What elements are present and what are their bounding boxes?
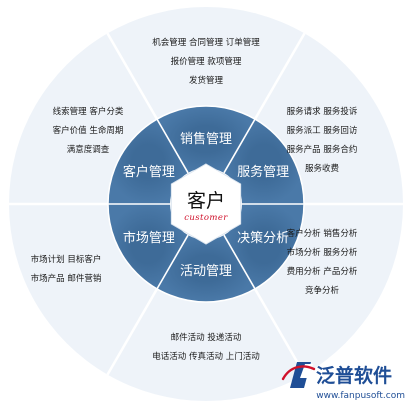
outer-divider bbox=[106, 288, 159, 376]
outer-item-line: 费用分析 产品分析 bbox=[287, 266, 358, 277]
outer-sector-market bbox=[9, 204, 157, 375]
segment-label-market: 市场管理 bbox=[123, 230, 175, 246]
outer-item-line: 线索管理 客户分类 bbox=[53, 106, 124, 117]
brand-logo: 泛普软件 www.fanpusoft.com bbox=[281, 362, 405, 401]
outer-item-line: 报价管理 款项管理 bbox=[171, 56, 242, 67]
outer-item-line: 市场计划 目标客户 bbox=[31, 254, 102, 265]
center-hexagon bbox=[170, 163, 242, 245]
segment-decision bbox=[224, 204, 304, 289]
outer-item-line: 服务请求 服务投诉 bbox=[287, 106, 358, 117]
segment-ring-edge bbox=[107, 105, 305, 303]
outer-item-line: 竞争分析 bbox=[305, 285, 340, 296]
outer-item-line: 市场产品 邮件营销 bbox=[31, 273, 102, 284]
brand-name: 泛普软件 bbox=[316, 364, 392, 387]
outer-item-line: 机会管理 合同管理 订单管理 bbox=[152, 37, 260, 48]
outer-item-line: 发货管理 bbox=[189, 75, 224, 86]
segment-divider bbox=[156, 118, 189, 174]
outer-item-line: 邮件活动 投递活动 bbox=[171, 332, 242, 343]
outer-item-line: 客户价值 生命周期 bbox=[53, 125, 124, 136]
brand-icon bbox=[281, 362, 316, 388]
segment-divider bbox=[223, 118, 256, 174]
segment-label-decision: 决策分析 bbox=[237, 230, 289, 246]
outer-sector-service bbox=[255, 33, 403, 205]
segment-label-service: 服务管理 bbox=[237, 164, 289, 180]
segment-label-activity: 活动管理 bbox=[180, 264, 232, 279]
outer-item-line: 服务产品 服务合约 bbox=[287, 144, 358, 155]
segment-label-customer: 客户管理 bbox=[123, 164, 175, 180]
segment-divider bbox=[223, 234, 256, 290]
segment-activity bbox=[157, 235, 255, 302]
outer-item-line: 服务收费 bbox=[305, 163, 340, 174]
outer-divider bbox=[253, 32, 306, 120]
segment-service bbox=[224, 119, 304, 204]
outer-item-line: 市场分析 服务分析 bbox=[287, 247, 358, 258]
outer-item-line: 电话活动 传真活动 上门活动 bbox=[152, 351, 260, 362]
center-subtitle: customer bbox=[184, 213, 228, 223]
segment-divider bbox=[156, 234, 189, 290]
segment-label-sales: 销售管理 bbox=[180, 131, 232, 147]
outer-item-line: 客户分析 销售分析 bbox=[287, 228, 358, 239]
segment-sales bbox=[157, 105, 255, 173]
outer-item-line: 服务派工 服务回访 bbox=[287, 125, 358, 136]
center-title: 客户 bbox=[187, 190, 225, 212]
outer-sector-customer bbox=[9, 33, 157, 205]
outer-item-line: 满意度调查 bbox=[67, 144, 110, 155]
outer-divider bbox=[106, 32, 159, 120]
outer-sector-decision bbox=[255, 204, 403, 375]
segment-market bbox=[108, 204, 188, 289]
brand-url: www.fanpusoft.com bbox=[316, 391, 405, 401]
outer-divider bbox=[253, 288, 306, 376]
outer-sector-activity bbox=[107, 288, 305, 402]
outer-sector-sales bbox=[107, 6, 305, 120]
segment-customer bbox=[108, 119, 188, 204]
